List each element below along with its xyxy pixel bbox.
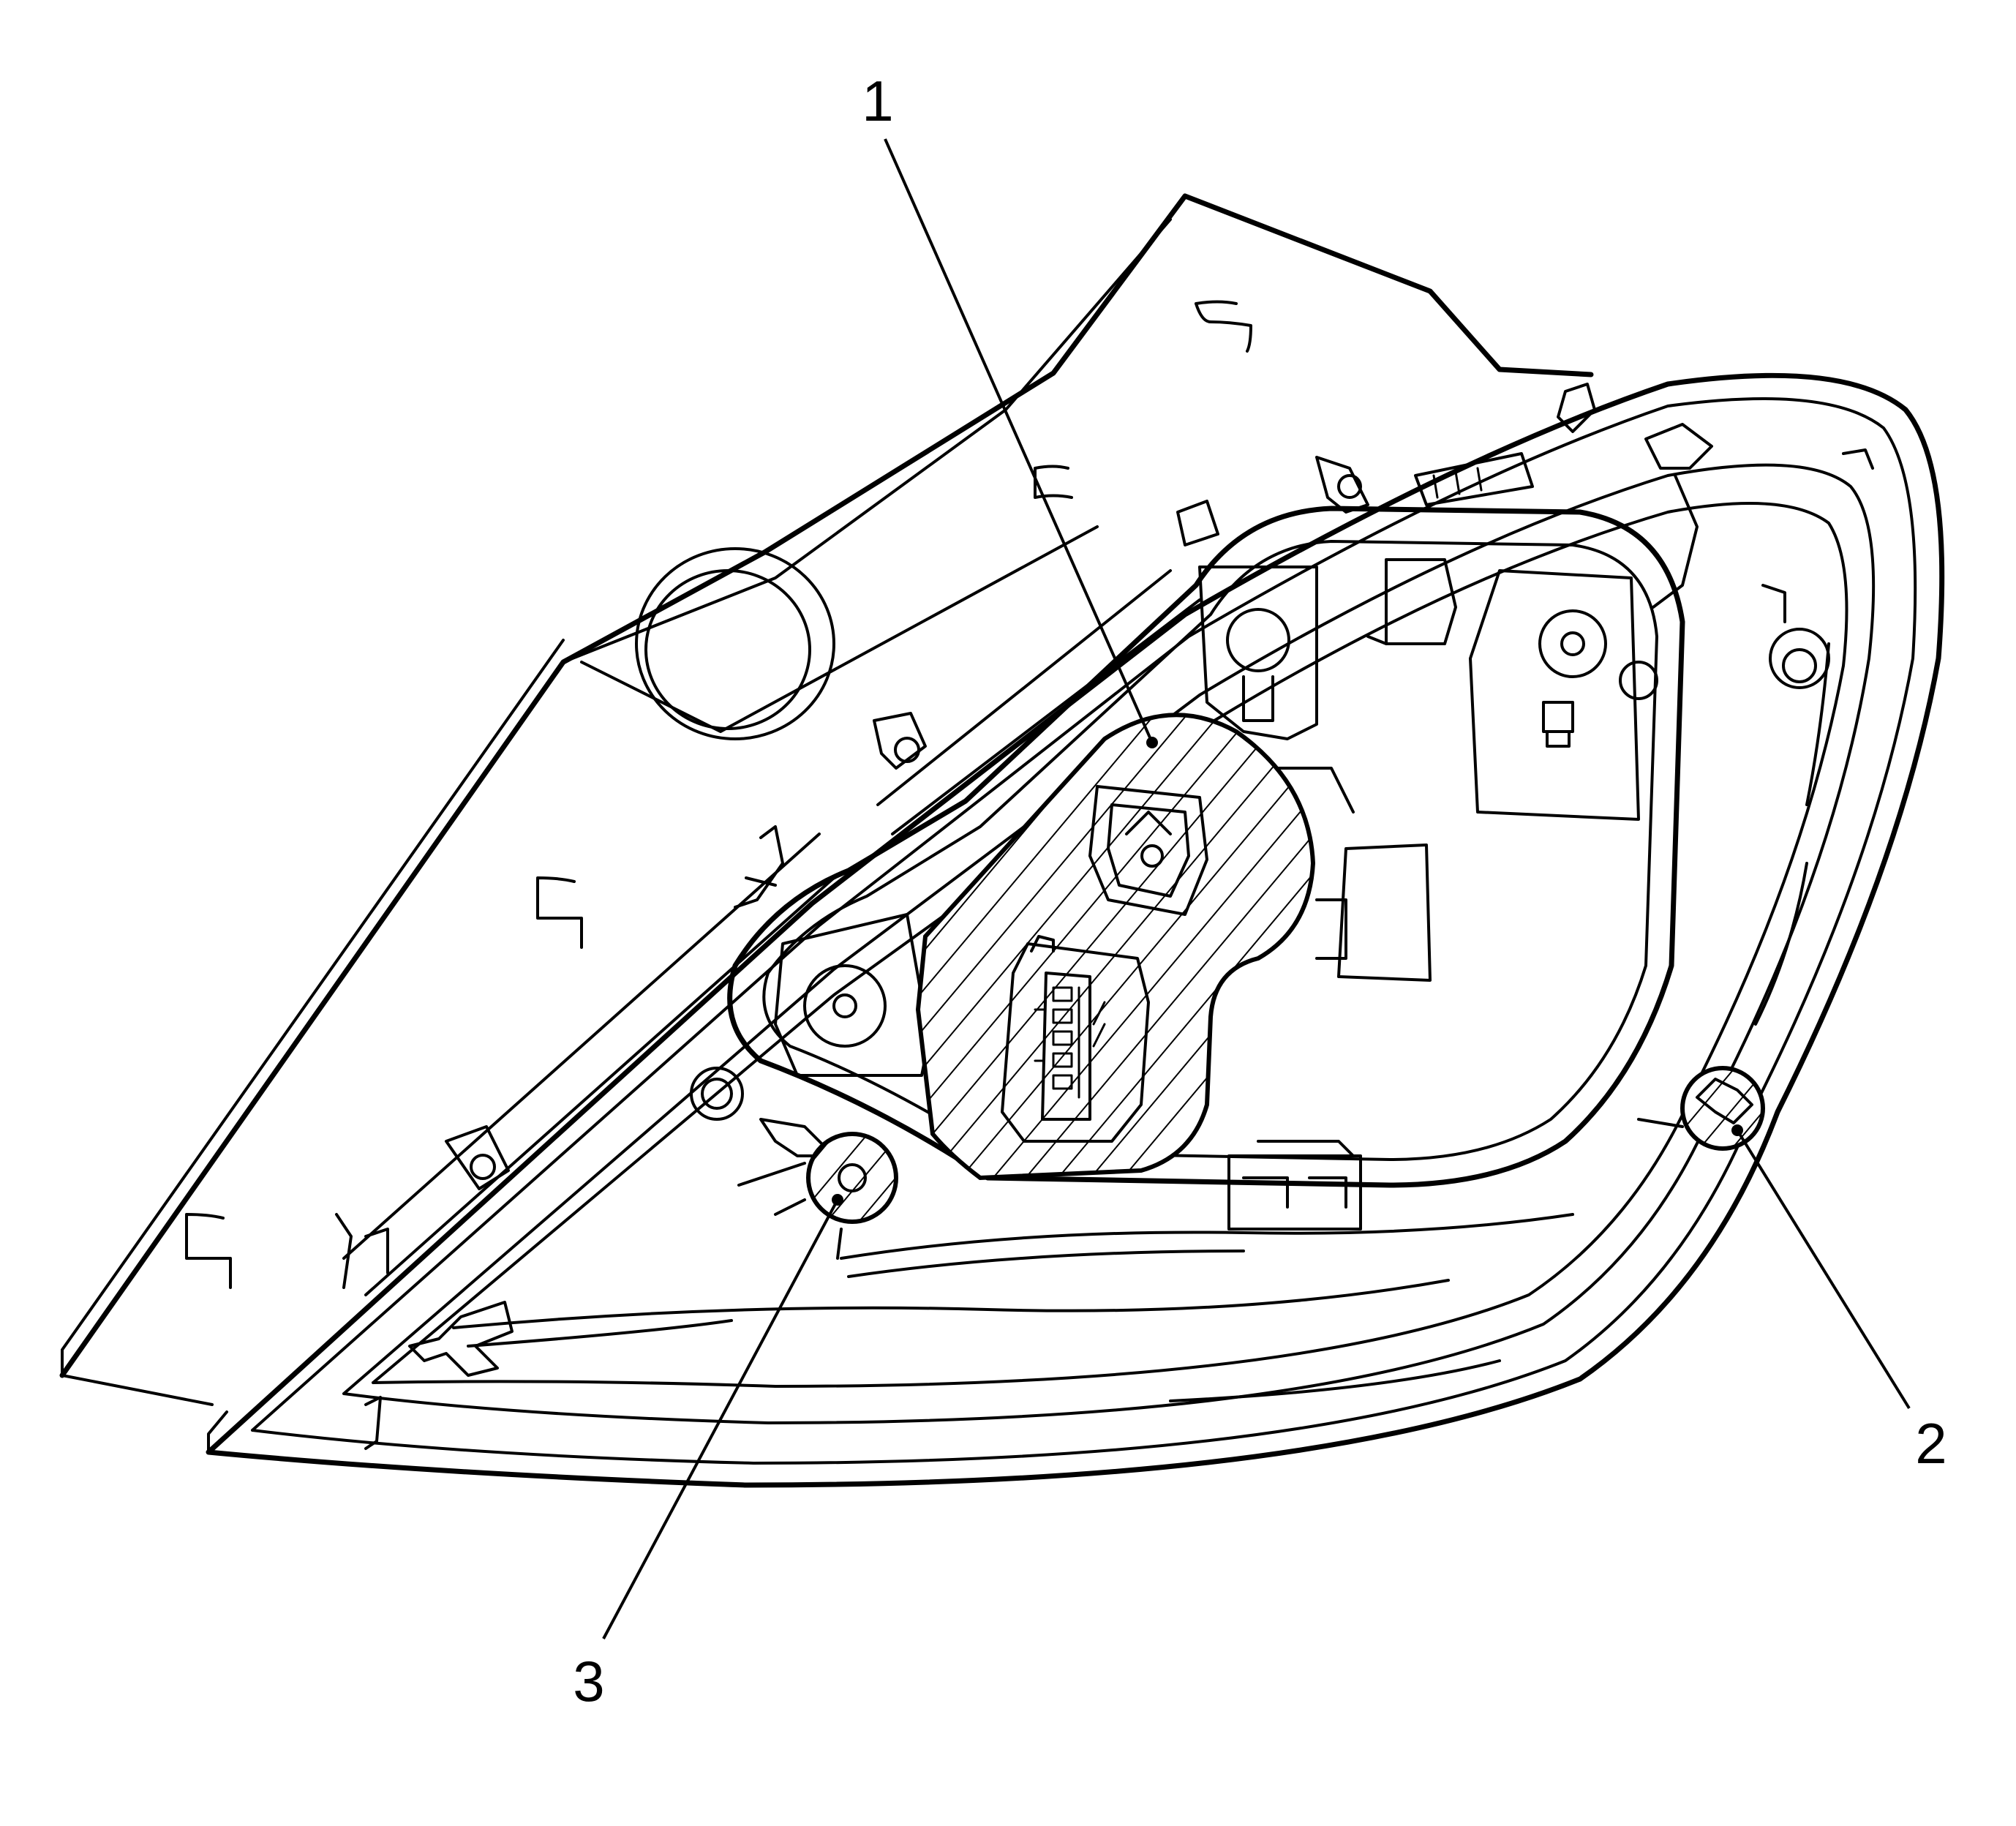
- lamp-housing: [206, 372, 1945, 1488]
- hatched-bulb-holder: [915, 713, 1316, 1181]
- callout-3: 3: [573, 1194, 843, 1713]
- housing-clips: [335, 383, 1874, 1450]
- callout-label-2: 2: [1915, 1411, 1947, 1476]
- callout-1: 1: [862, 69, 1158, 748]
- callout-label-1: 1: [862, 69, 893, 133]
- body-panel: [59, 193, 1594, 1406]
- callout-label-3: 3: [573, 1649, 604, 1713]
- bulb-carrier: [690, 506, 1685, 1231]
- callout-3-component: [774, 1132, 898, 1260]
- callout-2-component: [1637, 1066, 1765, 1151]
- callout-2: 2: [1731, 1124, 1947, 1476]
- callout-1-component: [915, 713, 1316, 1181]
